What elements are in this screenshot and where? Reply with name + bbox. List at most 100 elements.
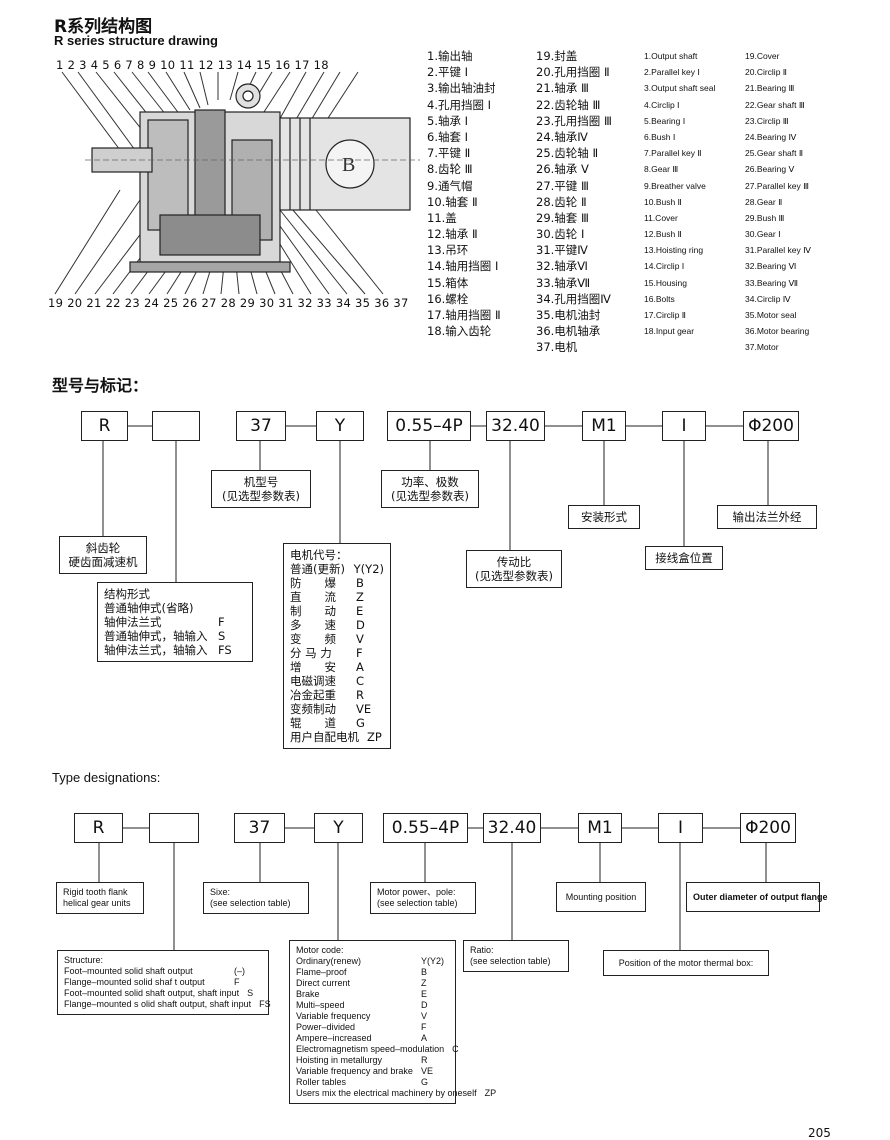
label-flange-cn: 输出法兰外经 bbox=[717, 505, 817, 529]
code-row-value: FS bbox=[218, 643, 232, 657]
part-item: 17.轴用挡圈 Ⅱ bbox=[427, 308, 501, 322]
code-row-value: E bbox=[356, 604, 364, 618]
code-row: 普通(更新)Y(Y2) bbox=[290, 562, 384, 576]
part-item: 34.Circlip Ⅳ bbox=[745, 293, 791, 304]
part-item: 14.轴用挡圈 Ⅰ bbox=[427, 259, 499, 274]
code-row-label: 普通轴伸式，轴输入 bbox=[104, 629, 208, 643]
code-row-value: VE bbox=[421, 1066, 434, 1076]
code-box-r-en: R bbox=[74, 813, 123, 843]
part-item: 35.电机油封 bbox=[536, 308, 601, 322]
part-item: 24.Bearing Ⅳ bbox=[745, 131, 797, 142]
code-row-value: FS bbox=[259, 999, 271, 1009]
code-row-value: Y(Y2) bbox=[353, 562, 384, 576]
code-row-value: R bbox=[356, 688, 364, 702]
code-box-terminal: Ⅰ bbox=[662, 411, 706, 441]
part-item: 34.孔用挡圈Ⅳ bbox=[536, 291, 611, 306]
code-box-size: 37 bbox=[236, 411, 286, 441]
part-item: 4.Circlip Ⅰ bbox=[644, 99, 680, 110]
code-row-label: Direct current bbox=[296, 978, 351, 988]
code-row-label: Flange–mounted s olid shaft output, shaf… bbox=[64, 999, 252, 1009]
code-row-value: F bbox=[218, 615, 225, 629]
label-ratio-cn: 传动比(见选型参数表) bbox=[466, 550, 562, 588]
part-item: 23.Circlip Ⅲ bbox=[745, 115, 789, 126]
part-item: 20.Circlip Ⅱ bbox=[745, 67, 787, 78]
code-row-value: C bbox=[356, 674, 365, 688]
part-item: 36.Motor bearing bbox=[745, 326, 810, 337]
callout-numbers-bottom: 19 20 21 22 23 24 25 26 27 28 29 30 31 3… bbox=[48, 296, 409, 310]
code-row-value: S bbox=[247, 988, 254, 998]
code-row: 普通轴伸式(省略) bbox=[104, 601, 246, 615]
code-box-blank bbox=[152, 411, 200, 441]
code-row-value: Z bbox=[356, 590, 364, 604]
part-item: 32.Bearing Ⅵ bbox=[745, 261, 797, 272]
code-row-value: A bbox=[356, 660, 364, 674]
code-row-label: 变 频 bbox=[290, 632, 336, 646]
part-item: 1.输出轴 bbox=[427, 49, 473, 63]
part-item: 37.电机 bbox=[536, 340, 578, 355]
structure-box-en: Structure: Foot–mounted solid shaft outp… bbox=[57, 950, 271, 1015]
part-item: 21.Bearing Ⅲ bbox=[745, 83, 795, 94]
part-item: 4.孔用挡圈 Ⅰ bbox=[427, 97, 492, 112]
page-number: 205 bbox=[808, 1126, 831, 1140]
code-row-label: 轴伸法兰式 bbox=[104, 615, 162, 629]
code-row-label: Electromagnetism speed–modulation bbox=[296, 1044, 445, 1054]
part-item: 33.Bearing Ⅶ bbox=[745, 277, 798, 288]
part-item: 5.轴承 Ⅰ bbox=[427, 113, 469, 128]
svg-text:B: B bbox=[342, 154, 355, 176]
part-item: 25.齿轮轴 Ⅱ bbox=[536, 146, 599, 161]
part-item: 24.轴承Ⅳ bbox=[536, 129, 588, 144]
code-box-ratio-en: 32.40 bbox=[483, 813, 541, 843]
label-power-cn: 功率、极数(见选型参数表) bbox=[381, 470, 479, 508]
code-box-size-en: 37 bbox=[234, 813, 285, 843]
motor-code-title-cn: 电机代号： bbox=[290, 548, 348, 562]
part-item: 16.Bolts bbox=[644, 293, 675, 304]
part-item: 28.Gear Ⅱ bbox=[745, 196, 783, 207]
code-row-value: C bbox=[452, 1044, 459, 1054]
code-box-ratio: 32.40 bbox=[486, 411, 545, 441]
code-row-value: ZP bbox=[367, 730, 382, 744]
code-row-value: V bbox=[356, 632, 364, 646]
code-row-value: R bbox=[421, 1055, 428, 1065]
part-item: 3.输出轴油封 bbox=[427, 81, 496, 96]
code-row-value: ZP bbox=[484, 1088, 497, 1098]
part-item: 14.Circlip Ⅰ bbox=[644, 261, 685, 272]
part-item: 13.吊环 bbox=[427, 243, 469, 258]
code-row-value: Y(Y2) bbox=[421, 956, 445, 966]
code-row-value: D bbox=[421, 1000, 428, 1010]
code-row: Flange–mounted s olid shaft output, shaf… bbox=[64, 999, 271, 1010]
part-item: 6.Bush Ⅰ bbox=[644, 131, 676, 142]
code-row-value: G bbox=[356, 716, 365, 730]
part-item: 2.平键 Ⅰ bbox=[427, 65, 469, 80]
code-box-terminal-en: Ⅰ bbox=[658, 813, 703, 843]
code-row-value: F bbox=[234, 977, 240, 987]
code-row-label: Users mix the electrical machinery by on… bbox=[296, 1088, 477, 1098]
part-item: 15.箱体 bbox=[427, 275, 469, 290]
part-item: 22.齿轮轴 Ⅲ bbox=[536, 97, 601, 112]
code-row-label: Power–divided bbox=[296, 1022, 356, 1032]
structure-title-en: Structure: bbox=[64, 955, 104, 965]
code-row: Foot–mounted solid shaft output, shaft i… bbox=[64, 988, 262, 999]
part-item: 21.轴承 Ⅲ bbox=[536, 81, 589, 96]
part-item: 28.齿轮 Ⅱ bbox=[536, 194, 587, 209]
label-mount-en: Mounting position bbox=[556, 882, 646, 912]
part-item: 31.平键Ⅳ bbox=[536, 243, 588, 258]
code-row-label: 电磁调速 bbox=[290, 674, 336, 688]
code-row: Users mix the electrical machinery by on… bbox=[296, 1088, 496, 1099]
code-row-label: 防 爆 bbox=[290, 576, 336, 590]
